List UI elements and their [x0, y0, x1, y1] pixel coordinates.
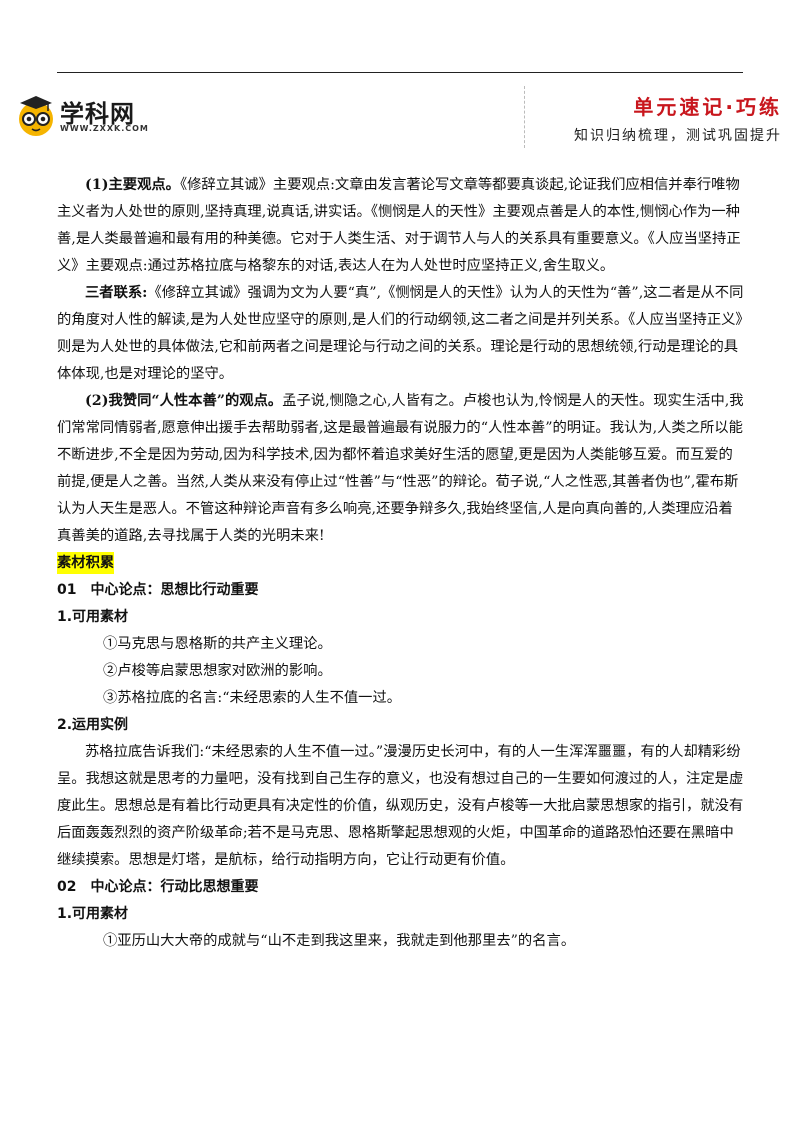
- section-label-row: 素材积累: [57, 550, 747, 577]
- paragraph-connection: 三者联系:《修辞立其诚》强调为文为人要“真”,《恻悯是人的天性》认为人的天性为“…: [57, 280, 747, 388]
- logo-url: WWW.ZXXK.COM: [60, 124, 149, 133]
- header-rule: [57, 72, 743, 73]
- header-divider: [524, 86, 525, 148]
- example-paragraph: 苏格拉底告诉我们:“未经思索的人生不值一过。”漫漫历史长河中，有的人一生浑浑噩噩…: [57, 744, 744, 868]
- paragraph-text: 《修辞立其诚》主要观点:文章由发言著论写文章等都要真谈起,论证我们应相信并奉行唯…: [57, 177, 741, 274]
- paragraph-text: 《修辞立其诚》强调为文为人要“真”,《恻悯是人的天性》认为人的天性为“善”,这二…: [57, 285, 744, 382]
- paragraph-text: 孟子说,恻隐之心,人皆有之。卢梭也认为,怜悯是人的天性。现实生活中,我们常常同情…: [57, 393, 744, 544]
- paragraph-label: (1)主要观点。: [85, 177, 180, 193]
- section-label: 素材积累: [57, 552, 115, 574]
- site-logo[interactable]: 学科网 WWW.ZXXK.COM: [14, 92, 174, 142]
- topic-heading: 02 中心论点：行动比思想重要: [57, 879, 259, 895]
- paragraph-main-views: (1)主要观点。《修辞立其诚》主要观点:文章由发言著论写文章等都要真谈起,论证我…: [57, 172, 747, 280]
- list-item: ①亚历山大大帝的成就与“山不走到我这里来，我就走到他那里去”的名言。: [103, 933, 576, 949]
- paragraph-label: 三者联系:: [85, 285, 148, 301]
- paragraph-opinion: (2)我赞同“人性本善”的观点。孟子说,恻隐之心,人皆有之。卢梭也认为,怜悯是人…: [57, 388, 747, 550]
- list-item: ③苏格拉底的名言:“未经思索的人生不值一过。: [103, 690, 402, 706]
- subheading: 2.运用实例: [57, 717, 129, 733]
- document-body: (1)主要观点。《修辞立其诚》主要观点:文章由发言著论写文章等都要真谈起,论证我…: [57, 172, 747, 955]
- paragraph-label: (2)我赞同“人性本善”的观点。: [85, 393, 283, 409]
- list-item: ②卢梭等启蒙思想家对欧洲的影响。: [103, 663, 332, 679]
- owl-mascot-icon: [19, 96, 53, 136]
- topic-heading: 01 中心论点：思想比行动重要: [57, 582, 259, 598]
- brand-subtitle: 知识归纳梳理，测试巩固提升: [574, 128, 782, 144]
- subheading: 1.可用素材: [57, 609, 129, 625]
- logo-text: 学科网: [60, 100, 135, 128]
- list-item: ①马克思与恩格斯的共产主义理论。: [103, 636, 332, 652]
- brand-title: 单元速记·巧练: [633, 95, 782, 119]
- subheading: 1.可用素材: [57, 906, 129, 922]
